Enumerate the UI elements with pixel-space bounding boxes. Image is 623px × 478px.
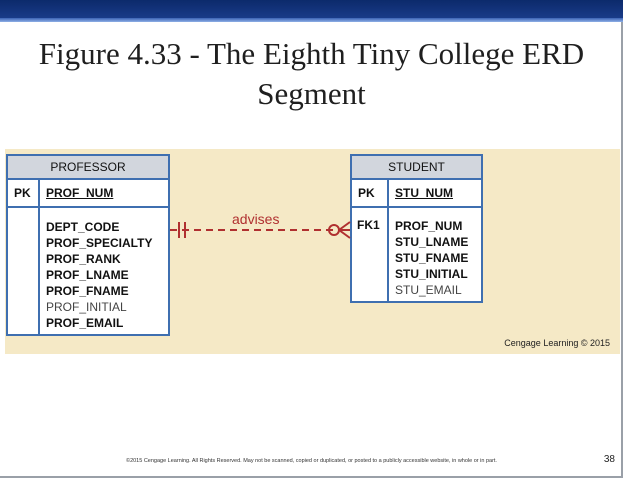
professor-attribute: PROF_LNAME: [46, 268, 129, 282]
student-attributes: PROF_NUM STU_LNAME STU_FNAME STU_INITIAL…: [395, 218, 468, 298]
student-entity-name: STUDENT: [352, 156, 481, 180]
image-credit: Cengage Learning © 2015: [504, 338, 610, 348]
student-key-divider: [387, 180, 389, 301]
professor-attributes: DEPT_CODE PROF_SPECIALTY PROF_RANK PROF_…: [46, 219, 152, 331]
student-pk-attribute: STU_NUM: [395, 186, 454, 200]
professor-attribute: PROF_RANK: [46, 252, 121, 266]
professor-attribute: PROF_INITIAL: [46, 300, 127, 314]
slide-bottom-edge: [0, 476, 623, 478]
relationship-label: advises: [232, 211, 280, 227]
student-pk-label: PK: [358, 186, 375, 200]
student-pk-row: PK STU_NUM: [352, 180, 481, 208]
professor-key-divider: [38, 180, 40, 334]
professor-pk-attribute: PROF_NUM: [46, 186, 114, 200]
page-number: 38: [603, 454, 615, 465]
professor-attribute: PROF_SPECIALTY: [46, 236, 153, 250]
slide-right-edge: [621, 22, 623, 478]
student-attribute: PROF_NUM: [395, 219, 463, 233]
student-attribute: STU_LNAME: [395, 235, 469, 249]
slide-title-line2: Segment: [257, 76, 366, 111]
student-fk-label: FK1: [357, 218, 380, 232]
professor-attribute: PROF_FNAME: [46, 284, 129, 298]
professor-attribute: DEPT_CODE: [46, 220, 120, 234]
slide-title-line1: Figure 4.33 - The Eighth Tiny College ER…: [38, 36, 585, 71]
student-attribute: STU_INITIAL: [395, 267, 468, 281]
slide-top-bar: [0, 0, 623, 22]
professor-attribute: PROF_EMAIL: [46, 316, 124, 330]
professor-pk-label: PK: [14, 186, 31, 200]
student-entity: STUDENT PK STU_NUM FK1 PROF_NUM STU_LNAM…: [350, 154, 483, 303]
copyright-footer: ©2015 Cengage Learning. All Rights Reser…: [126, 458, 497, 464]
professor-entity-name: PROFESSOR: [8, 156, 168, 180]
professor-pk-row: PK PROF_NUM: [8, 180, 168, 208]
student-attribute: STU_EMAIL: [395, 283, 462, 297]
student-attribute: STU_FNAME: [395, 251, 469, 265]
top-bar-fade: [0, 18, 623, 22]
slide-title: Figure 4.33 - The Eighth Tiny College ER…: [0, 34, 623, 114]
professor-entity: PROFESSOR PK PROF_NUM DEPT_CODE PROF_SPE…: [6, 154, 170, 336]
